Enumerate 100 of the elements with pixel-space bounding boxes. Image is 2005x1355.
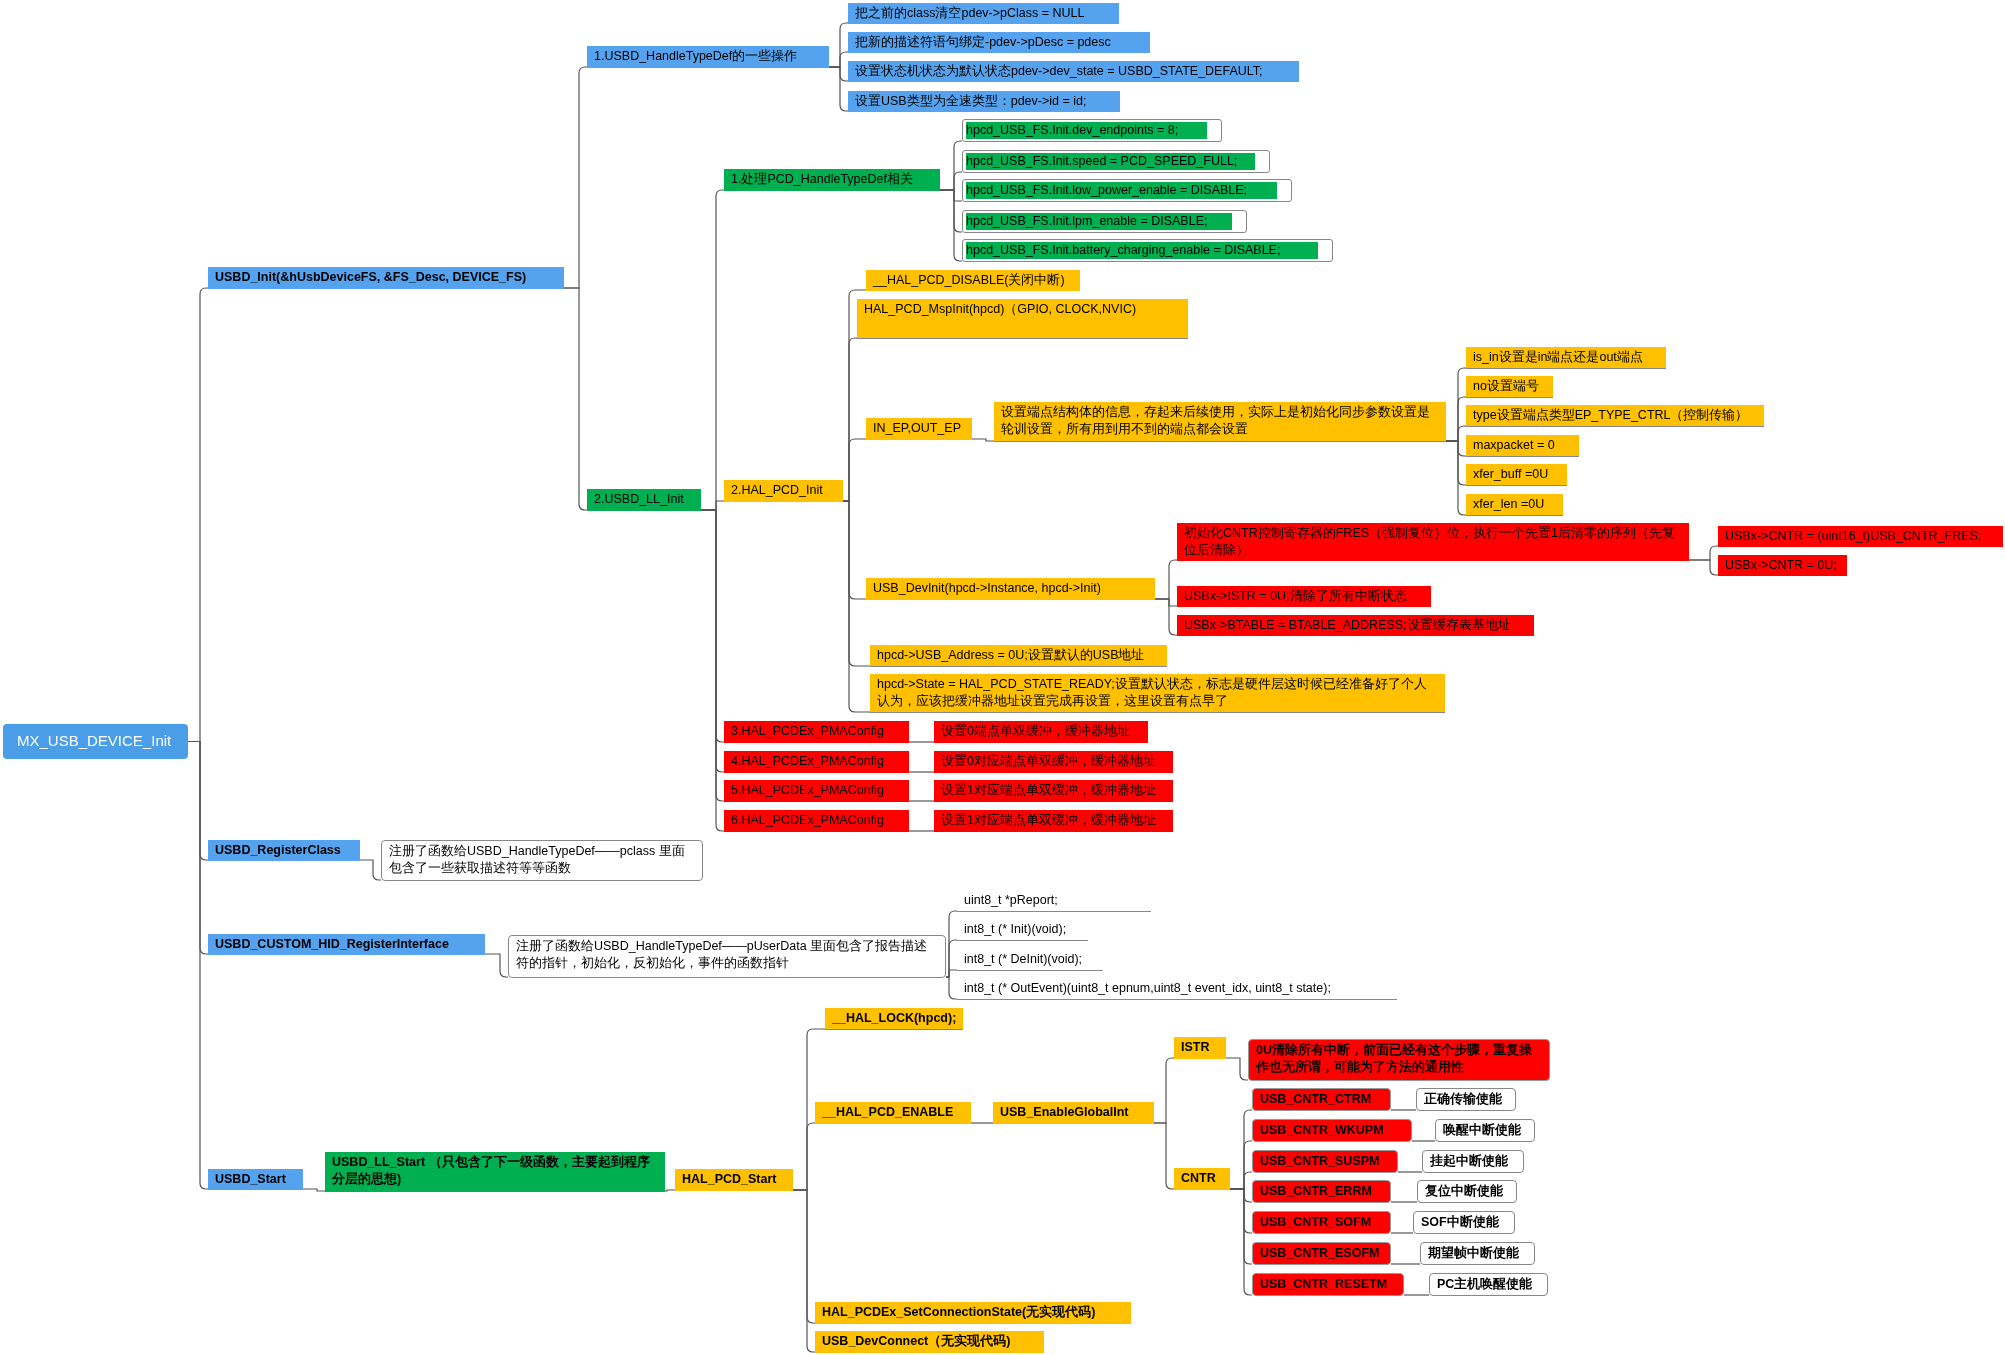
topic-box: 设置USB类型为全速类型：pdev->id = id; [848, 91, 1120, 112]
topic-box: HAL_PCD_MspInit(hpcd)（GPIO, CLOCK,NVIC) [857, 299, 1188, 339]
branch-line [1688, 559, 1719, 576]
branch-line [945, 969, 958, 978]
topic-box: USB_CNTR_SOFM [1252, 1211, 1391, 1234]
topic-box: USBx->CNTR = (uint16_t)USB_CNTR_FRES; [1718, 526, 2003, 547]
branch-line [828, 66, 849, 112]
branch-line [1445, 440, 1467, 516]
branch-line [1403, 1294, 1430, 1296]
topic-box: USBD_Start [208, 1169, 303, 1190]
topic-box: 3.HAL_PCDEx_PMAConfig [724, 721, 909, 743]
branch-line [302, 1188, 326, 1192]
topic-box: 初始化CNTR控制寄存器的FRES（强制复位）位，执行一个先置1后清零的序列（先复位后清除） [1177, 523, 1689, 561]
topic-box: hpcd_USB_FS.Init.low_power_enable = DISABLE; [962, 179, 1292, 202]
topic-box: USBD_LL_Start （只包含了下一级函数，主要起到程序分层的思想) [325, 1152, 665, 1192]
branch-line [908, 830, 935, 832]
topic-box: hpcd->USB_Address = 0U;设置默认的USB地址 [870, 645, 1167, 667]
note-box: 期望帧中断使能 [1420, 1242, 1535, 1265]
topic-box: USB_DevConnect（无实现代码) [815, 1331, 1044, 1353]
topic-box: 5.HAL_PCDEx_PMAConfig [724, 780, 909, 802]
topic-box: 把之前的class清空pdev->pClass = NULL [848, 3, 1119, 24]
topic-box: xfer_len =0U [1466, 494, 1563, 516]
branch-line [664, 1189, 676, 1192]
branch-line [945, 976, 958, 1000]
branch-line [484, 953, 509, 978]
branch-line [1153, 1122, 1175, 1190]
note-box: 挂起中断使能 [1422, 1150, 1524, 1173]
topic-box: 2.USBD_LL_Init [587, 489, 701, 511]
note-box: 唤醒中断使能 [1435, 1119, 1535, 1142]
topic-box: USBx->BTABLE = BTABLE_ADDRESS;设置缓存表基地址 [1177, 615, 1534, 636]
branch-line [792, 1189, 816, 1353]
branch-line [1397, 1171, 1423, 1173]
topic-box: USB_CNTR_RESETM [1252, 1273, 1404, 1296]
topic-box: IN_EP,OUT_EP [866, 418, 972, 440]
note-box: 注册了函数给USBD_HandleTypeDef——pUserData 里面包含了报告描述符的指针，初始化，反初始化，事件的函数指针 [508, 935, 946, 978]
topic-box: USBD_RegisterClass [208, 840, 360, 861]
topic-box: maxpacket = 0 [1466, 435, 1579, 457]
topic-box: 1.处理PCD_HandleTypeDef相关 [724, 169, 940, 191]
note-box: 复位中断使能 [1417, 1180, 1517, 1203]
topic-box: 设置0端点单双缓冲，缓冲器地址 [934, 721, 1148, 743]
topic-box: hpcd_USB_FS.Init.speed = PCD_SPEED_FULL; [962, 150, 1270, 173]
code-line: uint8_t *pReport; [957, 890, 1151, 912]
branch-line [1154, 598, 1178, 636]
topic-box: USBx->CNTR = 0U; [1718, 555, 1847, 576]
topic-box: USB_CNTR_ESOFM [1252, 1242, 1391, 1265]
note-box: SOF中断使能 [1413, 1211, 1515, 1234]
topic-box: hpcd_USB_FS.Init.dev_endpoints = 8; [962, 119, 1222, 142]
topic-box: USB_DevInit(hpcd->Instance, hpcd->Init) [866, 578, 1155, 600]
topic-box: __HAL_LOCK(hpcd); [825, 1008, 964, 1030]
topic-box: 设置1对应端点单双缓冲，缓冲器地址 [934, 780, 1173, 802]
topic-box: USB_EnableGlobalInt [993, 1102, 1154, 1124]
branch-line [1390, 1109, 1417, 1111]
topic-box: 4.HAL_PCDEx_PMAConfig [724, 751, 909, 773]
branch-line [1390, 1232, 1414, 1234]
topic-box: hpcd_USB_FS.Init.lpm_enable = DISABLE; [962, 210, 1247, 233]
topic-box: is_in设置是in端点还是out端点 [1466, 347, 1666, 369]
note-box: 注册了函数给USBD_HandleTypeDef——pclass 里面包含了一些获取描述符等等函数 [381, 840, 703, 881]
topic-box: 设置1对应端点单双缓冲，缓冲器地址 [934, 810, 1173, 832]
topic-box: USB_CNTR_WKUPM [1252, 1119, 1412, 1142]
code-line: int8_t (* DeInit)(void); [957, 949, 1103, 971]
topic-box: 6.HAL_PCDEx_PMAConfig [724, 810, 909, 832]
note-box: 正确传输使能 [1416, 1088, 1516, 1111]
note-box: PC主机唤醒使能 [1429, 1273, 1548, 1296]
branch-line [1411, 1140, 1436, 1142]
topic-box: 把新的描述符语句绑定-pdev->pDesc = pdesc [848, 32, 1150, 53]
topic-box: CNTR [1174, 1168, 1230, 1190]
topic-box: USB_CNTR_CTRM [1252, 1088, 1391, 1111]
topic-box: USBx->ISTR = 0U;清除了所有中断状态 [1177, 586, 1431, 607]
topic-box: USB_CNTR_ERRM [1252, 1180, 1391, 1203]
branch-line [971, 438, 995, 442]
branch-line [1390, 1201, 1418, 1203]
topic-box: xfer_buff =0U [1466, 464, 1567, 486]
branch-line [970, 1122, 994, 1124]
topic-box: hpcd->State = HAL_PCD_STATE_READY;设置默认状态，标志是硬件层这时候已经准备好了个人认为，应该把缓冲器地址设置完成再设置，这里设置有点早了 [870, 674, 1445, 713]
topic-box: 0U清除所有中断，前面已经有这个步骤，重复操作也无所谓，可能为了方法的通用性 [1248, 1039, 1550, 1081]
branch-line [939, 189, 963, 262]
topic-box: HAL_PCDEx_SetConnectionState(无实现代码) [815, 1302, 1131, 1324]
topic-box: USB_CNTR_SUSPM [1252, 1150, 1398, 1173]
topic-box: type设置端点类型EP_TYPE_CTRL（控制传输） [1466, 405, 1764, 427]
topic-box: USBD_Init(&hUsbDeviceFS, &FS_Desc, DEVICE_FS) [208, 267, 564, 289]
branch-line [908, 800, 935, 802]
topic-box: HAL_PCD_Start [675, 1169, 793, 1191]
topic-box: __HAL_PCD_DISABLE(关闭中断) [866, 270, 1080, 291]
topic-box: 1.USBD_HandleTypeDef的一些操作 [587, 46, 829, 68]
branch-line [908, 771, 935, 773]
branch-line [563, 287, 588, 511]
topic-box: USBD_CUSTOM_HID_RegisterInterface [208, 934, 485, 955]
topic-box: 2.HAL_PCD_Init [724, 480, 843, 502]
topic-box: 设置端点结构体的信息，存起来后续使用，实际上是初始化同步参数设置是轮训设置，所有用到用不到的端点都会设置 [994, 402, 1446, 442]
branch-line [1225, 1057, 1249, 1081]
branch-line [908, 741, 935, 743]
topic-box: hpcd_USB_FS.Init.battery_charging_enable = DISABLE; [962, 239, 1333, 262]
topic-box: __HAL_PCD_ENABLE [815, 1102, 971, 1124]
branch-line [1390, 1263, 1421, 1265]
topic-box: ISTR [1174, 1037, 1226, 1059]
code-line: int8_t (* Init)(void); [957, 919, 1088, 941]
topic-box: 设置0对应端点单双缓冲，缓冲器地址 [934, 751, 1173, 773]
code-line: int8_t (* OutEvent)(uint8_t epnum,uint8_t event_idx, uint8_t state); [957, 978, 1397, 1000]
branch-line [359, 859, 382, 881]
topic-box: no设置端号 [1466, 376, 1553, 398]
